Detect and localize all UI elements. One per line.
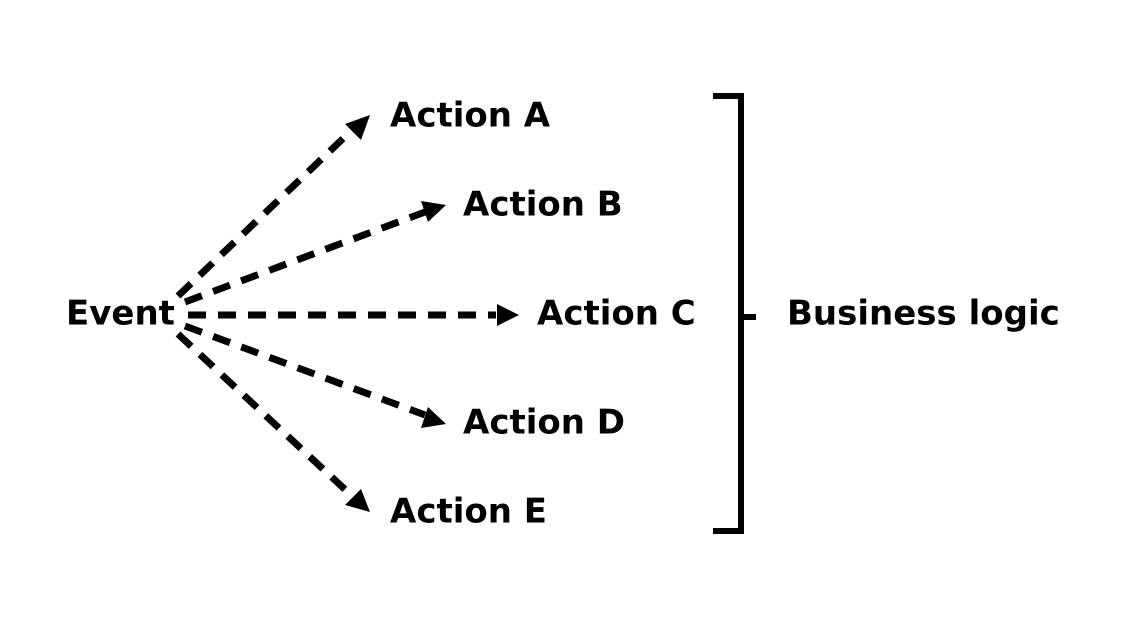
action-a-label: Action A bbox=[390, 96, 551, 136]
arrow-to-action-b bbox=[183, 201, 446, 306]
arrow-to-action-a bbox=[175, 115, 370, 299]
arrow-to-action-e bbox=[175, 331, 370, 512]
arrow-to-action-d bbox=[183, 322, 446, 428]
grouping-bracket bbox=[713, 93, 756, 534]
action-b-label: Action B bbox=[463, 185, 623, 225]
action-c-label: Action C bbox=[537, 294, 696, 334]
event-label: Event bbox=[66, 294, 175, 334]
action-e-label: Action E bbox=[390, 492, 547, 532]
arrow-to-action-c bbox=[188, 304, 519, 326]
action-d-label: Action D bbox=[463, 403, 625, 443]
business-logic-label: Business logic bbox=[787, 294, 1060, 334]
